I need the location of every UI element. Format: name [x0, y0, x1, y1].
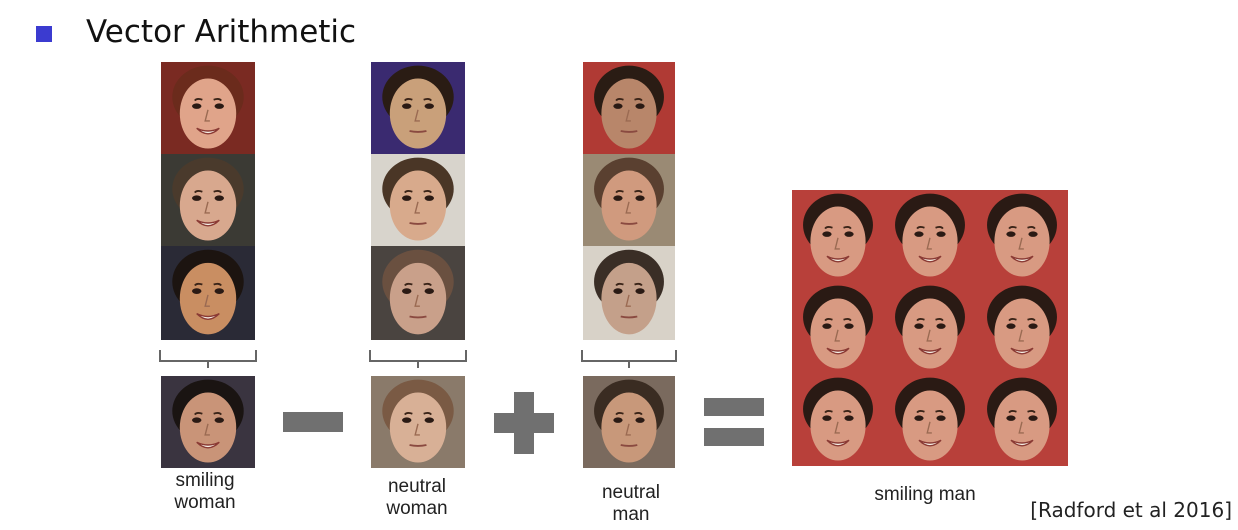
face-smiling-man-2	[884, 190, 976, 282]
face-neutral-man-1	[583, 62, 675, 154]
equals-operator-bottom	[704, 428, 764, 446]
label-line1: neutral	[601, 482, 661, 503]
label-smiling-woman: smiling woman	[150, 470, 260, 514]
minus-operator	[283, 412, 343, 432]
label-line1: smiling man	[874, 484, 976, 505]
label-line1: smiling	[175, 470, 235, 491]
face-neutral-man-2	[583, 154, 675, 246]
citation: [Radford et al 2016]	[1030, 498, 1232, 522]
face-smiling-man-6	[976, 282, 1068, 374]
plus-operator-vertical	[514, 392, 534, 454]
face-neutral-woman-avg	[371, 376, 465, 468]
label-line2: man	[612, 504, 650, 525]
face-neutral-woman-2	[371, 154, 465, 246]
bracket-neutral-man	[581, 350, 677, 368]
face-smiling-woman-avg	[161, 376, 255, 468]
face-smiling-man-5	[884, 282, 976, 374]
face-smiling-man-1	[792, 190, 884, 282]
face-neutral-woman-1	[371, 62, 465, 154]
face-smiling-woman-2	[161, 154, 255, 246]
face-smiling-man-7	[792, 374, 884, 466]
label-line2: woman	[386, 498, 448, 519]
bullet-square	[36, 26, 52, 42]
equals-operator-top	[704, 398, 764, 416]
label-neutral-man: neutral man	[576, 482, 686, 526]
bracket-neutral-woman	[369, 350, 467, 368]
label-neutral-woman: neutral woman	[362, 476, 472, 520]
face-smiling-woman-3	[161, 246, 255, 340]
label-line2: woman	[174, 492, 236, 513]
label-line1: neutral	[387, 476, 447, 497]
slide-heading: Vector Arithmetic	[86, 14, 357, 50]
face-smiling-man-3	[976, 190, 1068, 282]
face-smiling-woman-1	[161, 62, 255, 154]
face-neutral-man-avg	[583, 376, 675, 468]
face-smiling-man-4	[792, 282, 884, 374]
label-smiling-man: smiling man	[840, 484, 1010, 506]
bracket-smiling-woman	[159, 350, 257, 368]
face-smiling-man-8	[884, 374, 976, 466]
face-smiling-man-9	[976, 374, 1068, 466]
face-neutral-woman-3	[371, 246, 465, 340]
face-neutral-man-3	[583, 246, 675, 340]
